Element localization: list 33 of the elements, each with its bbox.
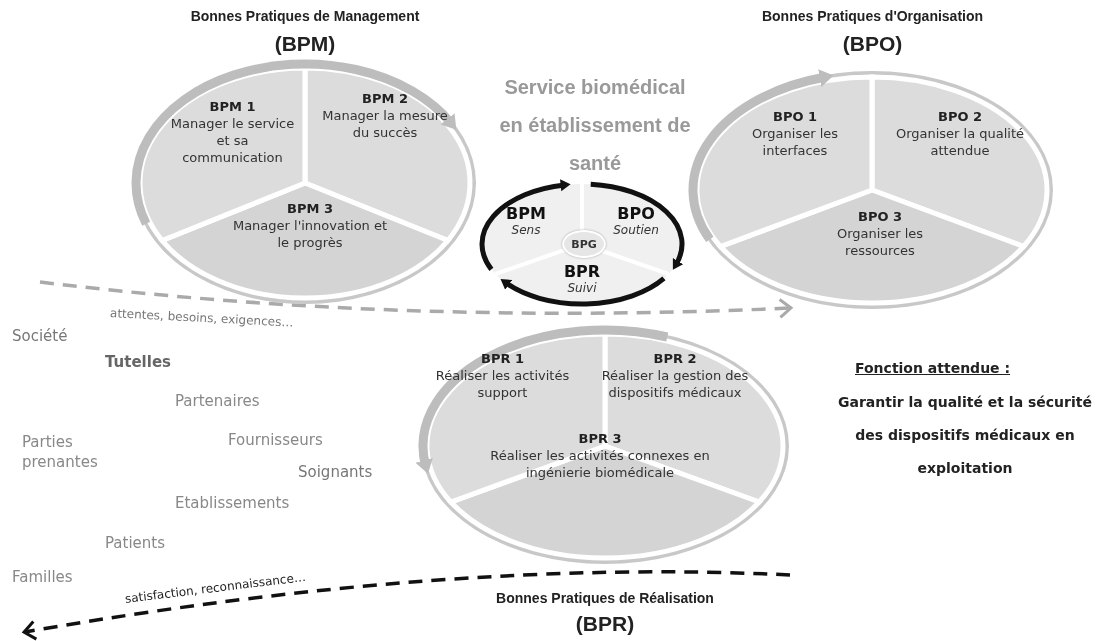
segment-text: BPR 2 Réaliser la gestion des dispositifs médicaux [585, 350, 765, 401]
cycle-sector-text: BPR Suivi [547, 262, 617, 295]
stakeholder-label: Patients [105, 533, 166, 553]
segment-text: BPO 1 Organiser les interfaces [735, 108, 855, 159]
pie-disc [690, 8, 1055, 308]
stakeholder-label: Garantir la qualité et la sécurité des dispositifs médicaux en exploitation [837, 393, 1093, 478]
segment-text: BPM 1 Manager le service et sa communication [165, 98, 300, 166]
stakeholder-label: Soignants [298, 462, 373, 482]
stakeholder-label: Fonction attendue : [855, 359, 1011, 378]
segment-text: BPM 2 Manager la mesure du succès [320, 90, 450, 141]
segment-text: BPO 2 Organiser la qualité attendue [890, 108, 1030, 159]
segment-text: BPO 3 Organiser les ressources [810, 208, 950, 259]
stakeholder-label: Parties prenantes [22, 432, 99, 472]
heading-abbreviation: (BPO) [841, 32, 904, 56]
heading: Bonnes Pratiques d'Organisation [760, 8, 985, 24]
heading: Bonnes Pratiques de Management [189, 8, 421, 24]
stakeholder-label: Société [12, 326, 68, 346]
dashed-arrow [22, 570, 791, 641]
heading-abbreviation: (BPR) [574, 612, 636, 636]
stakeholder-label: Partenaires [175, 391, 260, 411]
segment-text: BPR 3 Réaliser les activités connexes en ingénierie biomédicale [475, 430, 725, 481]
stakeholder-label: Etablissements [175, 493, 290, 513]
title: Service biomédical en établissement de santé [498, 75, 692, 176]
heading: Bonnes Pratiques de Réalisation [495, 590, 715, 606]
stakeholder-label: Tutelles [105, 352, 171, 372]
edge-label: attentes, besoins, exigences… [109, 306, 294, 330]
stakeholder-label: Fournisseurs [228, 430, 323, 450]
stakeholder-label: Familles [12, 567, 73, 587]
edge-label: satisfaction, reconnaissance… [124, 569, 307, 606]
segment-text: BPR 1 Réaliser les activités support [435, 350, 570, 401]
cycle-sector-text: BPM Sens [495, 204, 557, 237]
dashed-arrow [39, 280, 793, 319]
heading-abbreviation: (BPM) [273, 32, 337, 56]
